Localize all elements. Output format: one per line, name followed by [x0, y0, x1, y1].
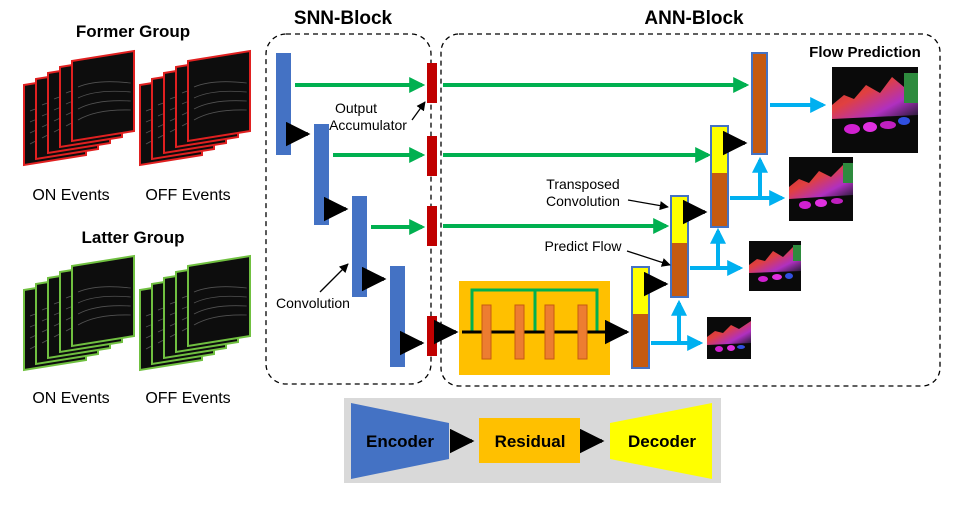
- output-accumulator-1: [427, 63, 437, 103]
- residual-conv-3: [544, 304, 555, 360]
- legend-residual-label: Residual: [495, 432, 566, 451]
- flow-prediction-title: Flow Prediction: [809, 44, 921, 61]
- snn-block-title: SNN-Block: [294, 8, 393, 29]
- snn-conv-bar-4: [390, 266, 405, 367]
- snn-conv-bar-3: [352, 196, 367, 297]
- event-trace: [193, 314, 247, 326]
- event-trace: [193, 295, 247, 304]
- output-accumulator-2: [427, 136, 437, 176]
- event-frame: [187, 49, 251, 143]
- former-on-event-stack: [23, 49, 135, 167]
- decoder-bar-2-upper: [672, 197, 687, 243]
- event-trace: [193, 286, 247, 293]
- latter-off-event-stack: [139, 254, 251, 372]
- ann-block-title: ANN-Block: [644, 8, 744, 29]
- flow-image-large: [832, 67, 918, 153]
- event-trace: [193, 90, 247, 99]
- event-trace: [77, 314, 131, 326]
- ann-block-frame: [440, 33, 941, 387]
- latter-group-title: Latter Group: [82, 228, 185, 247]
- residual-conv-1: [481, 304, 492, 360]
- latter-on-event-stack: [23, 254, 135, 372]
- predict-flow-pointer: [626, 250, 671, 267]
- convolution-pointer: [319, 263, 349, 293]
- convolution-label: Convolution: [276, 295, 350, 311]
- event-frame: [187, 254, 251, 348]
- predict-flow-label: Predict Flow: [544, 238, 622, 254]
- output-accumulator-label-1: Output: [335, 100, 377, 116]
- output-accumulator-pointer: [411, 101, 426, 121]
- transposed-pointer: [627, 199, 669, 211]
- flow-image-medium: [789, 157, 853, 221]
- event-trace: [77, 295, 131, 304]
- former-group-title: Former Group: [76, 22, 190, 41]
- former-off-event-stack: [139, 49, 251, 167]
- legend-encoder-label: Encoder: [366, 432, 434, 451]
- legend-residual-shape: [479, 418, 580, 463]
- snn-conv-bar-2: [314, 124, 329, 225]
- snn-block-frame: [265, 33, 432, 385]
- event-trace: [193, 109, 247, 121]
- decoder-bar-3-upper: [712, 127, 727, 173]
- former-on-events-label: ON Events: [32, 187, 109, 204]
- residual-conv-4: [577, 304, 588, 360]
- legend-encoder-shape: [351, 403, 449, 479]
- snn-conv-bar-1: [276, 53, 291, 155]
- output-accumulator-label-2: Accumulator: [329, 117, 407, 133]
- latter-on-events-label: ON Events: [32, 390, 109, 407]
- event-trace: [77, 286, 131, 293]
- event-trace: [193, 81, 247, 88]
- output-accumulator-4: [427, 316, 437, 356]
- latter-off-events-label: OFF Events: [145, 390, 230, 407]
- event-trace: [77, 109, 131, 121]
- transposed-label-1: Transposed: [546, 176, 619, 192]
- decoder-bar-4: [751, 52, 768, 155]
- event-trace: [193, 100, 247, 110]
- flow-image-small: [749, 241, 801, 291]
- event-trace: [193, 305, 247, 315]
- flow-image-tiny: [707, 317, 751, 359]
- former-off-events-label: OFF Events: [145, 187, 230, 204]
- transposed-label-2: Convolution: [546, 193, 620, 209]
- event-trace: [77, 81, 131, 88]
- event-trace: [77, 305, 131, 315]
- legend-decoder-label: Decoder: [628, 432, 696, 451]
- residual-skip-2: [533, 288, 599, 332]
- event-frame: [71, 254, 135, 348]
- legend-decoder-shape: [610, 403, 712, 479]
- output-accumulator-3: [427, 206, 437, 246]
- residual-conv-2: [514, 304, 525, 360]
- event-trace: [77, 90, 131, 99]
- event-frame: [71, 49, 135, 143]
- decoder-bar-1-upper: [633, 268, 648, 314]
- event-trace: [77, 100, 131, 110]
